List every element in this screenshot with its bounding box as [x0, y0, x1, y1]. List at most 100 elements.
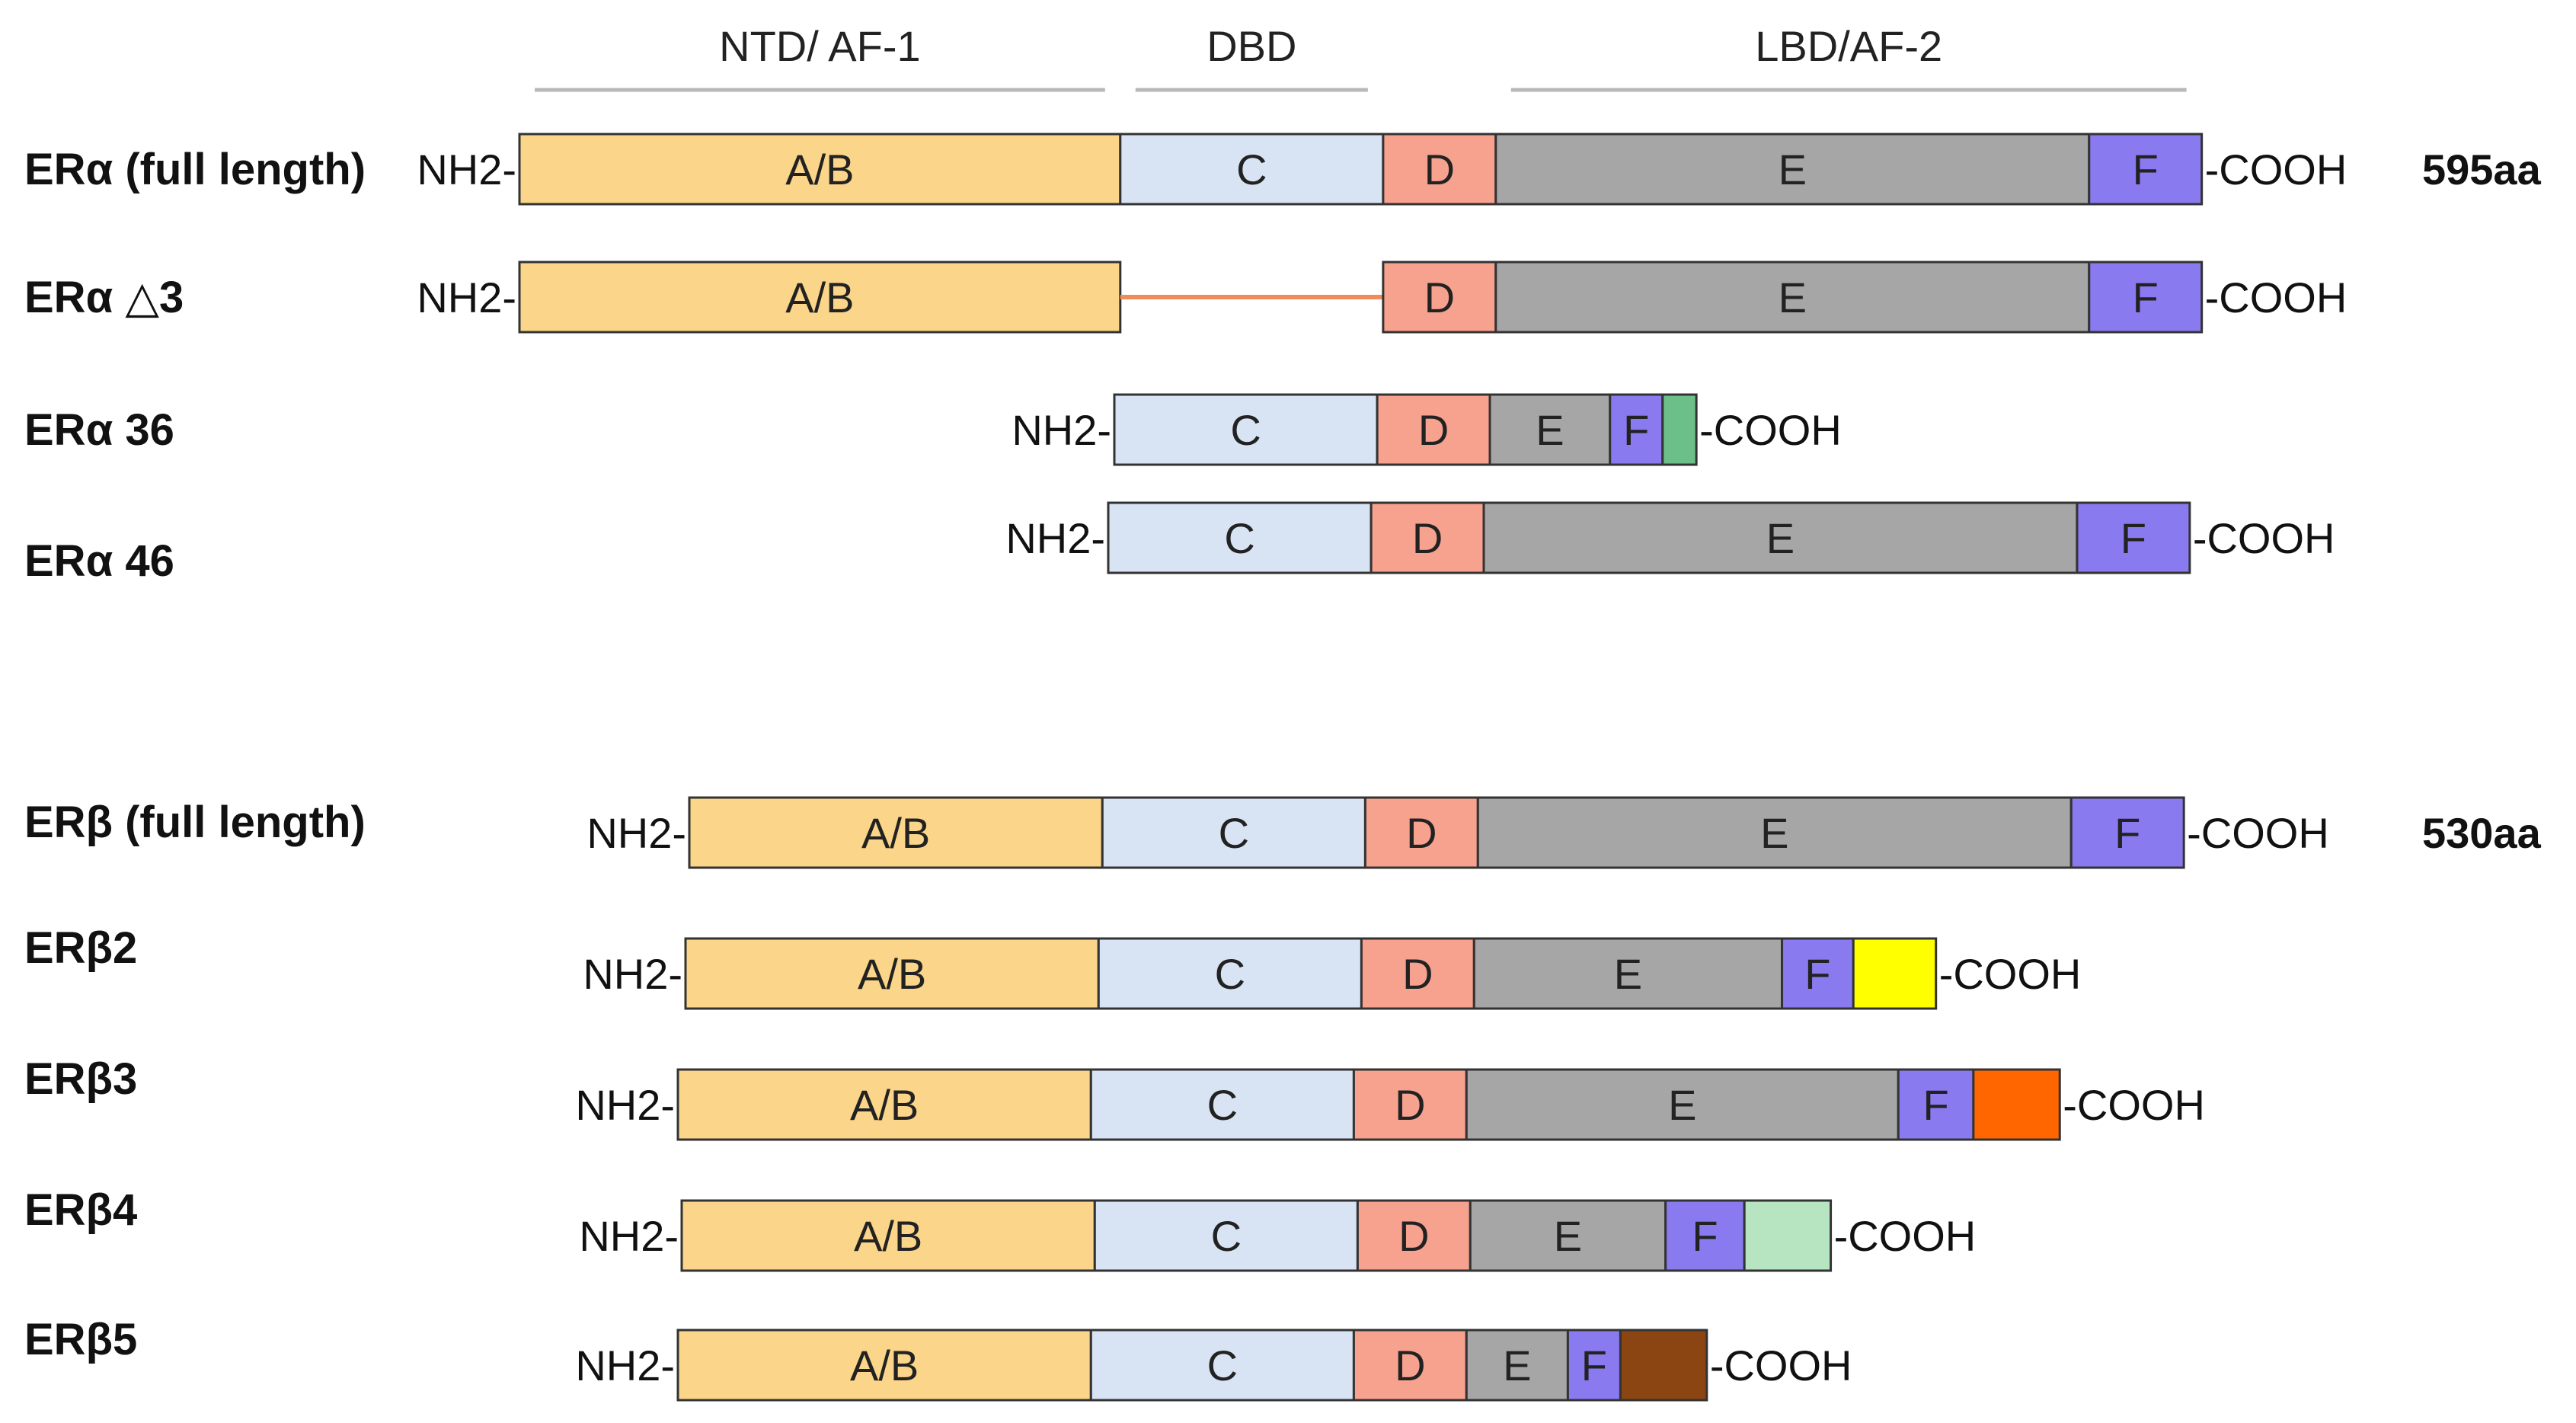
segment-label: F — [1581, 1341, 1607, 1389]
segment-label: C — [1207, 1081, 1238, 1129]
segment-a-b — [518, 133, 1122, 206]
c-terminus-label: -COOH — [2205, 145, 2347, 193]
domain-header: LBD/AF-2 — [1755, 22, 1942, 70]
segment-label: F — [2133, 145, 2159, 193]
isoform-name: ERβ4 — [24, 1185, 137, 1235]
segment-label: D — [1402, 950, 1433, 998]
segment-a-b — [688, 796, 1104, 869]
segment-label: A/B — [785, 273, 854, 321]
isoform-name: ERβ2 — [24, 923, 137, 973]
segment-label: A/B — [850, 1081, 919, 1129]
c-terminus-label: -COOH — [1834, 1212, 1977, 1260]
segment-label: A/B — [850, 1341, 919, 1389]
domain-header: DBD — [1207, 22, 1296, 70]
domain-headers: NTD/ AF-1 DBD LBD/AF-2 — [535, 22, 2187, 92]
segment-c — [1097, 937, 1363, 1010]
segment-d — [1382, 133, 1497, 206]
segment-label: F — [1623, 406, 1649, 454]
segment-d — [1356, 1199, 1472, 1272]
segment-label: C — [1215, 950, 1245, 998]
segment-f — [1609, 393, 1664, 466]
segment-brown — [1619, 1329, 1708, 1402]
segment-label: C — [1230, 406, 1261, 454]
segment-label: D — [1424, 273, 1455, 321]
segment-label: D — [1406, 809, 1437, 857]
segment-f — [2069, 796, 2185, 869]
segment-light-green — [1743, 1199, 1833, 1272]
segment-f — [2088, 133, 2204, 206]
isoform-name: ERα 46 — [24, 536, 174, 586]
segment-e — [1465, 1329, 1569, 1402]
segment-label: D — [1395, 1081, 1425, 1129]
n-terminus-label: NH2- — [417, 145, 516, 193]
segment-orange — [1972, 1068, 2061, 1141]
segment-f — [2088, 261, 2204, 334]
segment-label: D — [1418, 406, 1449, 454]
segment-e — [1476, 796, 2073, 869]
c-terminus-label: -COOH — [2063, 1081, 2205, 1129]
segment-c — [1119, 133, 1385, 206]
segment-yellow — [1852, 937, 1938, 1010]
segment-label: E — [1614, 950, 1642, 998]
segment-label: D — [1424, 145, 1455, 193]
segment-d — [1352, 1068, 1468, 1141]
segment-label: F — [2114, 809, 2140, 857]
n-terminus-label: NH2- — [417, 273, 516, 321]
segment-label: E — [1554, 1212, 1582, 1260]
segment-label: C — [1207, 1341, 1238, 1389]
segment-label: C — [1224, 514, 1254, 562]
isoform-row: ERα (full length) NH2- A/B C D E F -COOH 595aa — [24, 133, 2542, 206]
segment-a-b — [676, 1068, 1092, 1141]
segment-label: E — [1668, 1081, 1696, 1129]
domain-header: NTD/ AF-1 — [719, 22, 920, 70]
segment-label: E — [1503, 1341, 1531, 1389]
segment-label: E — [1536, 406, 1564, 454]
n-terminus-label: NH2- — [586, 809, 686, 857]
n-terminus-label: NH2- — [579, 1212, 679, 1260]
isoform-name: ERβ3 — [24, 1054, 137, 1104]
segment-f — [1566, 1329, 1622, 1402]
segment-label: A/B — [785, 145, 854, 193]
n-terminus-label: NH2- — [575, 1341, 675, 1389]
n-terminus-label: NH2- — [1012, 406, 1111, 454]
segment-label: F — [2133, 273, 2159, 321]
isoform-name: ERα (full length) — [24, 145, 366, 194]
segment-label: D — [1398, 1212, 1429, 1260]
segment-label: F — [1804, 950, 1830, 998]
segment-label: C — [1236, 145, 1267, 193]
segment-label: A/B — [858, 950, 926, 998]
n-terminus-label: NH2- — [1005, 514, 1105, 562]
protein-length: 595aa — [2422, 145, 2542, 193]
segment-label: F — [1922, 1081, 1948, 1129]
segment-label: A/B — [861, 809, 930, 857]
isoform-name: ERα △3 — [24, 273, 184, 322]
segment-c — [1101, 796, 1366, 869]
segment-d — [1360, 937, 1475, 1010]
protein-length: 530aa — [2422, 809, 2542, 857]
segment-label: E — [1760, 809, 1788, 857]
segment-c — [1107, 501, 1373, 574]
segment-label: E — [1779, 273, 1807, 321]
segment-d — [1363, 796, 1479, 869]
segment-d — [1376, 393, 1491, 466]
c-terminus-label: -COOH — [1939, 950, 2082, 998]
segment-e — [1488, 393, 1612, 466]
c-terminus-label: -COOH — [1699, 406, 1842, 454]
segment-green-tail — [1661, 393, 1698, 466]
segment-label: E — [1779, 145, 1807, 193]
isoform-name: ERβ (full length) — [24, 798, 366, 847]
segment-a-b — [676, 1329, 1092, 1402]
segment-label: A/B — [854, 1212, 922, 1260]
c-terminus-label: -COOH — [2193, 514, 2335, 562]
segment-label: D — [1395, 1341, 1425, 1389]
